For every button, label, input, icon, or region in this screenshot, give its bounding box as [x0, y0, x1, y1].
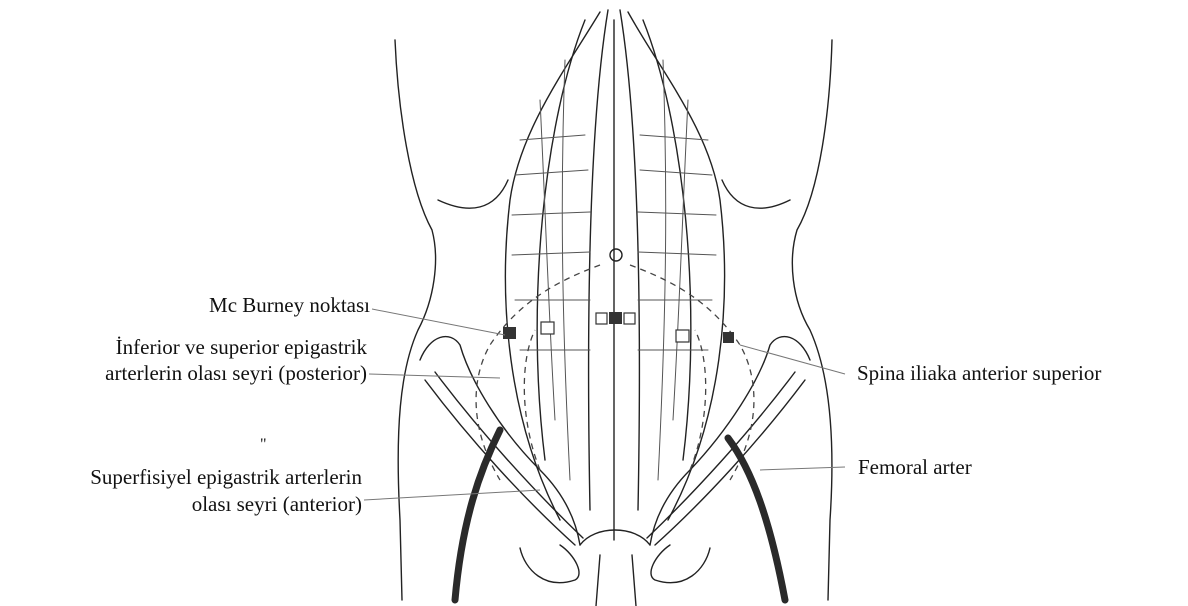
mcburney-marker-left — [503, 327, 516, 339]
label-superficial-line2: olası seyri (anterior) — [0, 491, 362, 517]
port-open-marker-left — [541, 322, 554, 334]
rectus-left-lateral — [537, 20, 585, 460]
leader-superficial — [364, 490, 540, 500]
label-femoral: Femoral arter — [858, 454, 1058, 480]
pelvis-left — [520, 545, 579, 583]
right-inguinal-ligament — [655, 380, 805, 545]
port-open-marker-right — [676, 330, 689, 342]
rectus-right-inner — [620, 10, 639, 510]
pubic-arch — [580, 530, 650, 545]
label-stray-mark: " — [260, 432, 280, 458]
umbilicus — [610, 249, 622, 261]
rectus-left-outer — [505, 12, 600, 520]
right-leg-inner — [632, 555, 636, 606]
torso-right-outline — [792, 40, 832, 600]
left-inguinal-ligament — [425, 380, 575, 545]
left-femoral-artery — [455, 430, 500, 600]
right-rib-arch — [722, 180, 790, 208]
rectus-left-inner — [589, 10, 608, 510]
left-iliac-crest — [420, 337, 580, 545]
label-inferior-line2: arterlerin olası seyri (posterior) — [10, 360, 367, 386]
port-open-marker-center-l — [596, 313, 607, 324]
leader-inferior — [369, 374, 500, 378]
port-marker-center — [609, 312, 622, 324]
pelvis-right — [651, 545, 710, 583]
label-inferior-line1: İnferior ve superior epigastrik — [10, 334, 367, 360]
label-superficial-line1: Superfisiyel epigastrik arterlerin — [0, 464, 362, 490]
label-spina: Spina iliaka anterior superior — [857, 360, 1182, 386]
port-open-marker-center-r — [624, 313, 635, 324]
right-inguinal-ligament-2 — [647, 372, 795, 538]
leader-mcburney — [372, 309, 505, 335]
rectus-right-lateral — [643, 20, 691, 460]
leader-spina — [740, 345, 845, 374]
port-marker-right — [723, 332, 734, 343]
rectus-right-outer — [628, 12, 725, 520]
left-inguinal-ligament-2 — [435, 372, 583, 538]
label-mcburney: Mc Burney noktası — [90, 292, 370, 318]
left-leg-inner — [596, 555, 600, 606]
left-rib-arch — [438, 180, 508, 208]
